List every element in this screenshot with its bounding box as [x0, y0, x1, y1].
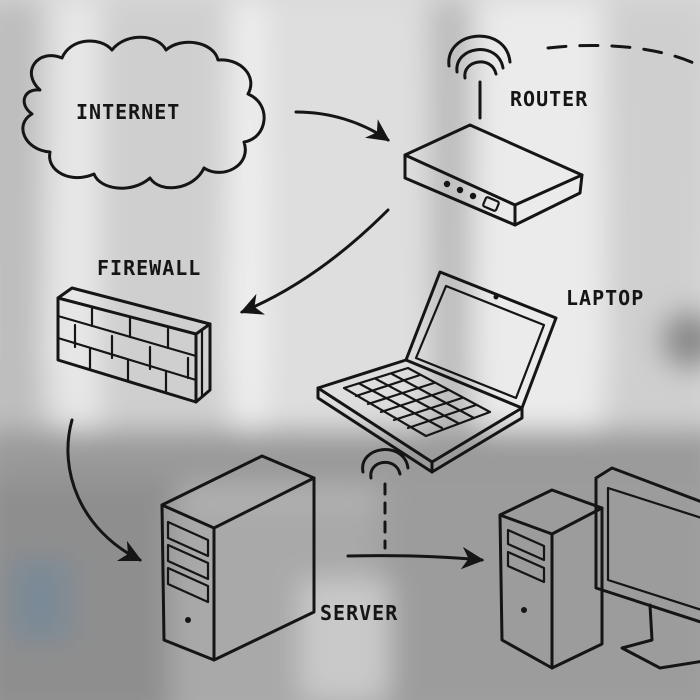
desktop-computer-icon — [498, 466, 700, 670]
wifi-icon — [447, 34, 512, 80]
wifi-icon — [361, 448, 410, 480]
wireless-link — [361, 448, 410, 550]
desktop-node — [498, 466, 700, 670]
firewall-node: FIREWALL — [56, 256, 212, 404]
router-offscreen-link — [546, 43, 700, 68]
server-node: SERVER — [160, 454, 398, 662]
arrow-server-to-desktop — [346, 546, 485, 570]
firewall-icon — [56, 286, 212, 404]
laptop-label: LAPTOP — [566, 286, 644, 310]
arrow-firewall-to-server — [66, 418, 143, 562]
laptop-node: LAPTOP — [316, 270, 644, 474]
arrow-router-to-firewall — [239, 208, 390, 315]
cloud-icon — [21, 35, 266, 190]
internet-node: INTERNET — [21, 35, 266, 190]
laptop-icon — [316, 270, 558, 474]
firewall-label: FIREWALL — [97, 256, 201, 280]
server-label: SERVER — [320, 601, 398, 625]
internet-label: INTERNET — [76, 100, 180, 124]
server-icon — [160, 454, 316, 662]
arrow-internet-to-router — [294, 110, 390, 142]
router-label: ROUTER — [510, 87, 588, 111]
router-node: ROUTER — [403, 34, 588, 227]
router-icon — [403, 123, 584, 227]
